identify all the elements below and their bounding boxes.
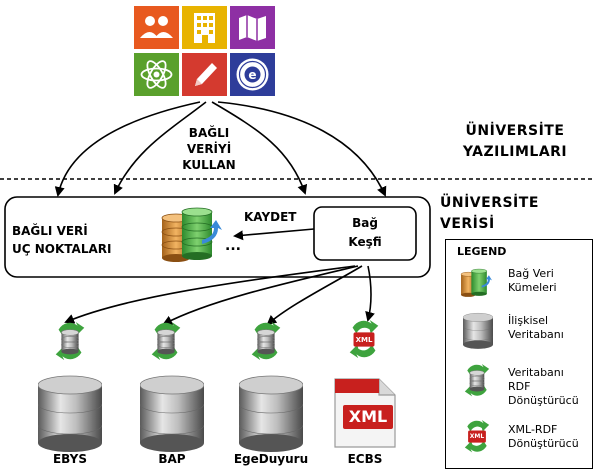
legend-item-line: XML-RDF	[508, 423, 558, 436]
source-label-ecbs: ECBS	[347, 452, 383, 466]
discovery-label-line2: Keşfi	[348, 235, 382, 249]
xml-rdf-converter-icon: XML	[462, 420, 492, 454]
arrow-to-bap	[162, 265, 359, 325]
legend: LEGEND Bağ Veri Kümeleri İlişkisel Verit…	[445, 239, 593, 469]
data-layer-box	[4, 196, 431, 278]
legend-item-line: Kümeleri	[508, 281, 557, 294]
legend-xml-badge: XML	[469, 433, 485, 440]
rdf-converter-icon	[248, 321, 284, 362]
software-title-line2: YAZILIMLARI	[462, 144, 568, 160]
legend-item-relational-db: İlişkisel Veritabanı	[508, 314, 564, 342]
source-label-egeduyuru: EgeDuyuru	[233, 452, 309, 466]
use-label-line1: BAĞLI	[188, 126, 230, 140]
university-seal-icon: e	[230, 53, 275, 96]
legend-item-line: İlişkisel	[508, 314, 549, 327]
legend-title: LEGEND	[457, 245, 507, 258]
use-label-line3: KULLAN	[182, 158, 236, 172]
rdf-converter-icon	[52, 321, 88, 362]
linked-data-stack-icon	[160, 204, 222, 266]
data-title-line2: VERİSİ	[440, 216, 495, 232]
database-icon	[462, 312, 494, 350]
source-label-ebys: EBYS	[52, 452, 88, 466]
discovery-label-line1: Bağ	[352, 216, 378, 230]
rdf-converter-icon	[148, 321, 184, 362]
linked-data-stack-icon	[460, 267, 492, 299]
discovery-label: Bağ Keşfi	[314, 214, 416, 252]
legend-item-line: Veritabanı	[508, 366, 564, 379]
legend-item-line: Bağ Veri	[508, 267, 554, 280]
legend-item-line: Veritabanı	[508, 328, 564, 341]
legend-item-db-rdf-converter: Veritabanı RDF Dönüştürücü	[508, 366, 579, 408]
software-title-line1: ÜNİVERSİTE	[465, 123, 565, 139]
legend-item-line: Dönüştürücü	[508, 437, 579, 450]
source-label-bap: BAP	[158, 452, 186, 466]
legend-item-line: RDF	[508, 380, 531, 393]
arrow-save	[233, 228, 315, 241]
legend-item-linked-datasets: Bağ Veri Kümeleri	[508, 267, 557, 295]
use-linked-data-label: BAĞLI VERİYİ KULLAN	[178, 125, 240, 173]
data-section-title: ÜNİVERSİTE VERİSİ	[440, 193, 539, 235]
legend-item-line: Dönüştürücü	[508, 394, 579, 407]
discovery-box	[313, 206, 417, 261]
legend-item-xml-rdf-converter: XML-RDF Dönüştürücü	[508, 423, 579, 451]
atom-icon	[134, 53, 179, 96]
endpoints-label: BAĞLI VERİ UÇ NOKTALARI	[12, 222, 111, 258]
svg-text:e: e	[248, 68, 256, 82]
building-icon	[182, 6, 227, 49]
arrow-to-egeduyuru	[266, 265, 363, 326]
endpoints-label-line1: BAĞLI VERİ	[12, 224, 88, 238]
database-icon	[37, 375, 103, 453]
database-icon	[238, 375, 304, 453]
ellipsis-label: ...	[225, 238, 241, 254]
arrow-to-discovery-2	[217, 101, 387, 197]
xml-badge-small: XML	[355, 336, 373, 344]
arrow-to-endpoints	[54, 101, 201, 197]
map-icon	[230, 6, 275, 49]
arrow-to-ecbs	[365, 265, 375, 322]
software-section-title: ÜNİVERSİTE YAZILIMLARI	[440, 121, 590, 163]
arrow-to-ebys	[64, 265, 356, 324]
rdf-converter-icon	[462, 363, 492, 398]
xml-badge-large: XML	[348, 407, 388, 426]
database-icon	[139, 375, 205, 453]
xml-rdf-converter-icon: XML	[346, 320, 382, 360]
data-title-line1: ÜNİVERSİTE	[440, 195, 539, 211]
arrow-to-discovery	[211, 101, 308, 195]
endpoints-label-line2: UÇ NOKTALARI	[12, 242, 112, 256]
xml-document-icon: XML	[333, 377, 397, 449]
save-label: KAYDET	[244, 210, 297, 224]
use-label-line2: VERİYİ	[186, 142, 232, 156]
users-icon	[134, 6, 179, 49]
software-tiles: e	[134, 6, 278, 96]
pencil-icon	[182, 53, 227, 96]
